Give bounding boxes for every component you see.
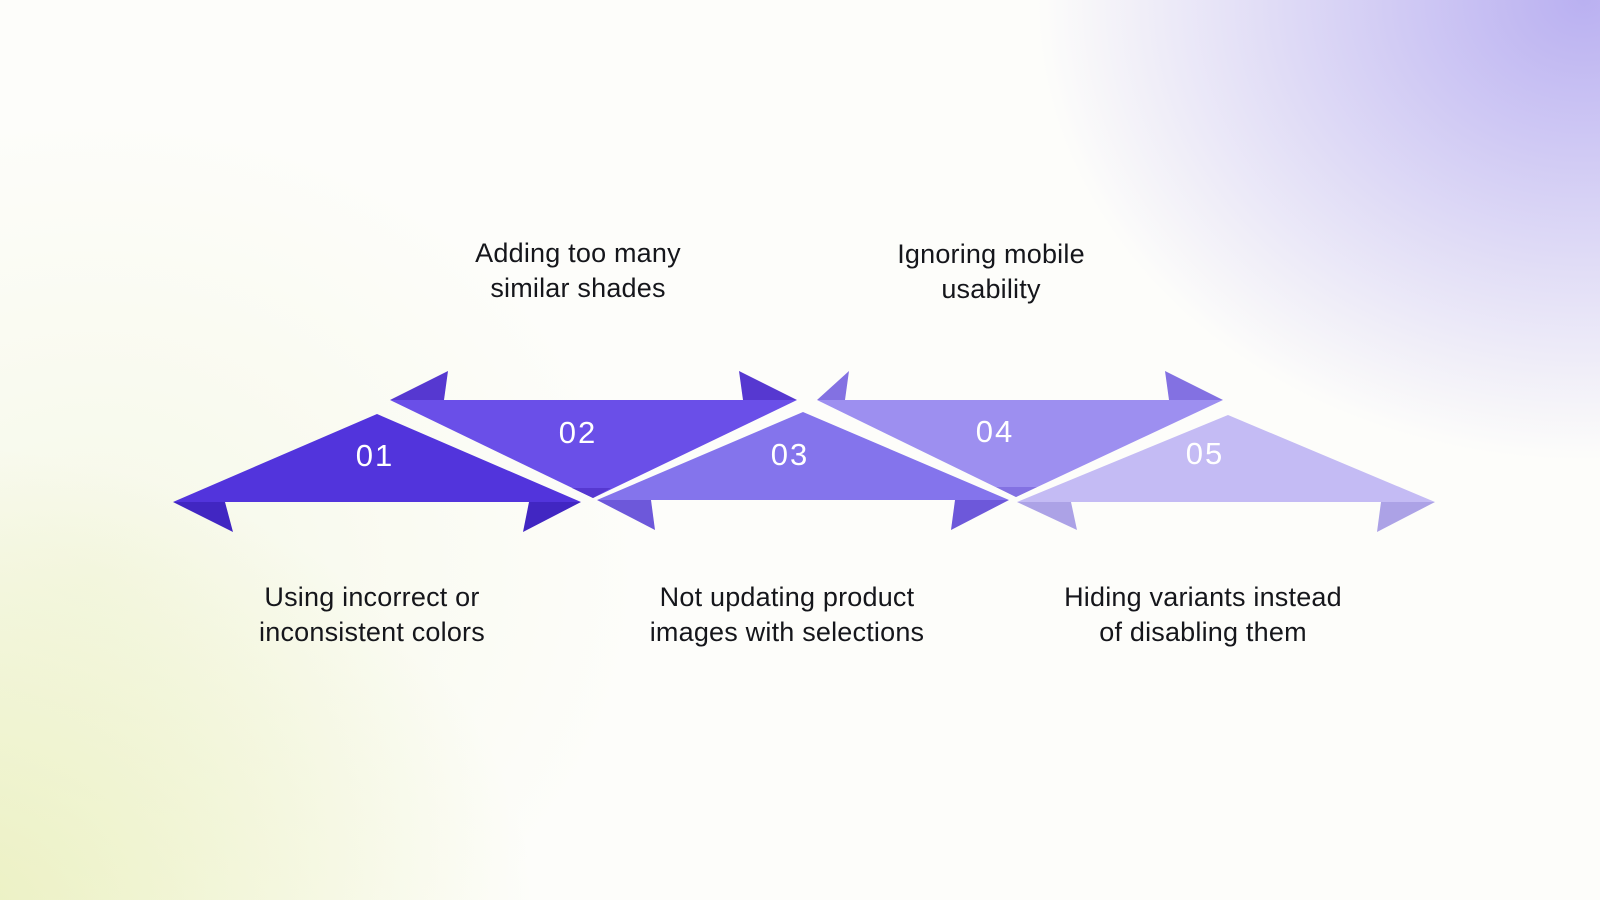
step-02-fold-left — [390, 371, 448, 400]
step-04-fold-left — [817, 371, 849, 400]
step-02-label: Adding too many similar shades — [475, 238, 681, 303]
step-04-label: Ignoring mobile usability — [897, 239, 1085, 304]
step-01-number: 01 — [356, 438, 394, 473]
step-03-triangle — [597, 412, 1009, 500]
step-05-number: 05 — [1186, 436, 1224, 471]
step-01-fold-right — [523, 502, 581, 532]
step-04-number: 04 — [976, 414, 1014, 449]
step-01-triangle — [173, 414, 581, 502]
step-01-fold-left — [173, 502, 233, 532]
step-03-fold-right — [951, 500, 1009, 530]
step-05-fold-right — [1377, 502, 1435, 532]
step-04-fold-right — [1165, 371, 1223, 400]
step-04-apex-fold — [996, 487, 1037, 497]
step-03-label: Not updating product images with selecti… — [649, 582, 925, 647]
step-03-number: 03 — [771, 437, 809, 472]
step-02-triangle — [390, 400, 797, 498]
step-02-number: 02 — [559, 415, 597, 450]
step-05-label: Hiding variants instead of disabling the… — [1064, 582, 1342, 647]
step-01-label: Using incorrect or inconsistent colors — [259, 582, 485, 647]
step-02-apex-fold — [572, 488, 611, 498]
step-02-fold-right — [739, 371, 797, 400]
step-05-fold-left — [1017, 502, 1077, 530]
step-04-triangle — [817, 400, 1223, 497]
step-03-fold-left — [597, 500, 655, 530]
step-05-triangle — [1017, 415, 1435, 502]
